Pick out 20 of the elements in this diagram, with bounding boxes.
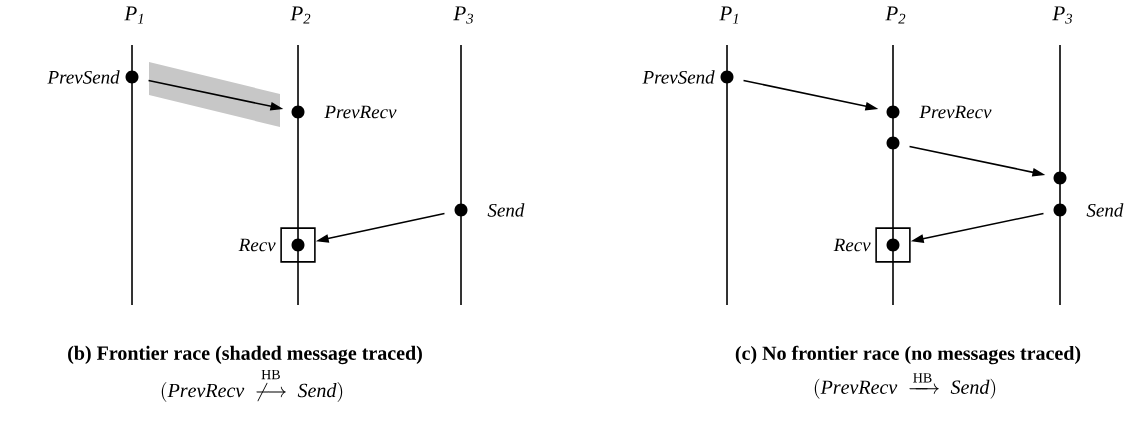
event-box (875, 227, 911, 263)
event-label: PrevRecv (324, 105, 397, 119)
process-label: P$_{2}$ (290, 6, 311, 24)
process-label: P$_{3}$ (1052, 6, 1073, 24)
process-label: P$_{2}$ (885, 6, 906, 24)
event-label: Recv (833, 238, 871, 252)
event-label: Recv (238, 238, 276, 252)
event-label: PrevRecv (919, 105, 992, 119)
event-label: Send (487, 203, 525, 217)
relation-formula: $(\mathit{PrevRecv}\ \xrightarrow{\mathrm{HB}}\ \mathit{Send})$ (814, 373, 996, 399)
relation-formula: $(\mathit{PrevRecv}\ \overset{\mathrm{HB}}{\not\longrightarrow}\ \mathit{Send})$ (161, 369, 343, 403)
event-label: PrevSend (642, 70, 715, 84)
event-label: Send (1086, 203, 1124, 217)
event-label: PrevSend (47, 70, 120, 84)
process-label: P$_{1}$ (124, 6, 143, 24)
event-box (280, 227, 316, 263)
panel-caption: (c) No frontier race (no messages traced) (735, 345, 1081, 365)
process-label: P$_{3}$ (453, 6, 474, 24)
panel-caption: (b) Frontier race (shaded message traced) (68, 345, 422, 365)
process-label: P$_{1}$ (719, 6, 738, 24)
